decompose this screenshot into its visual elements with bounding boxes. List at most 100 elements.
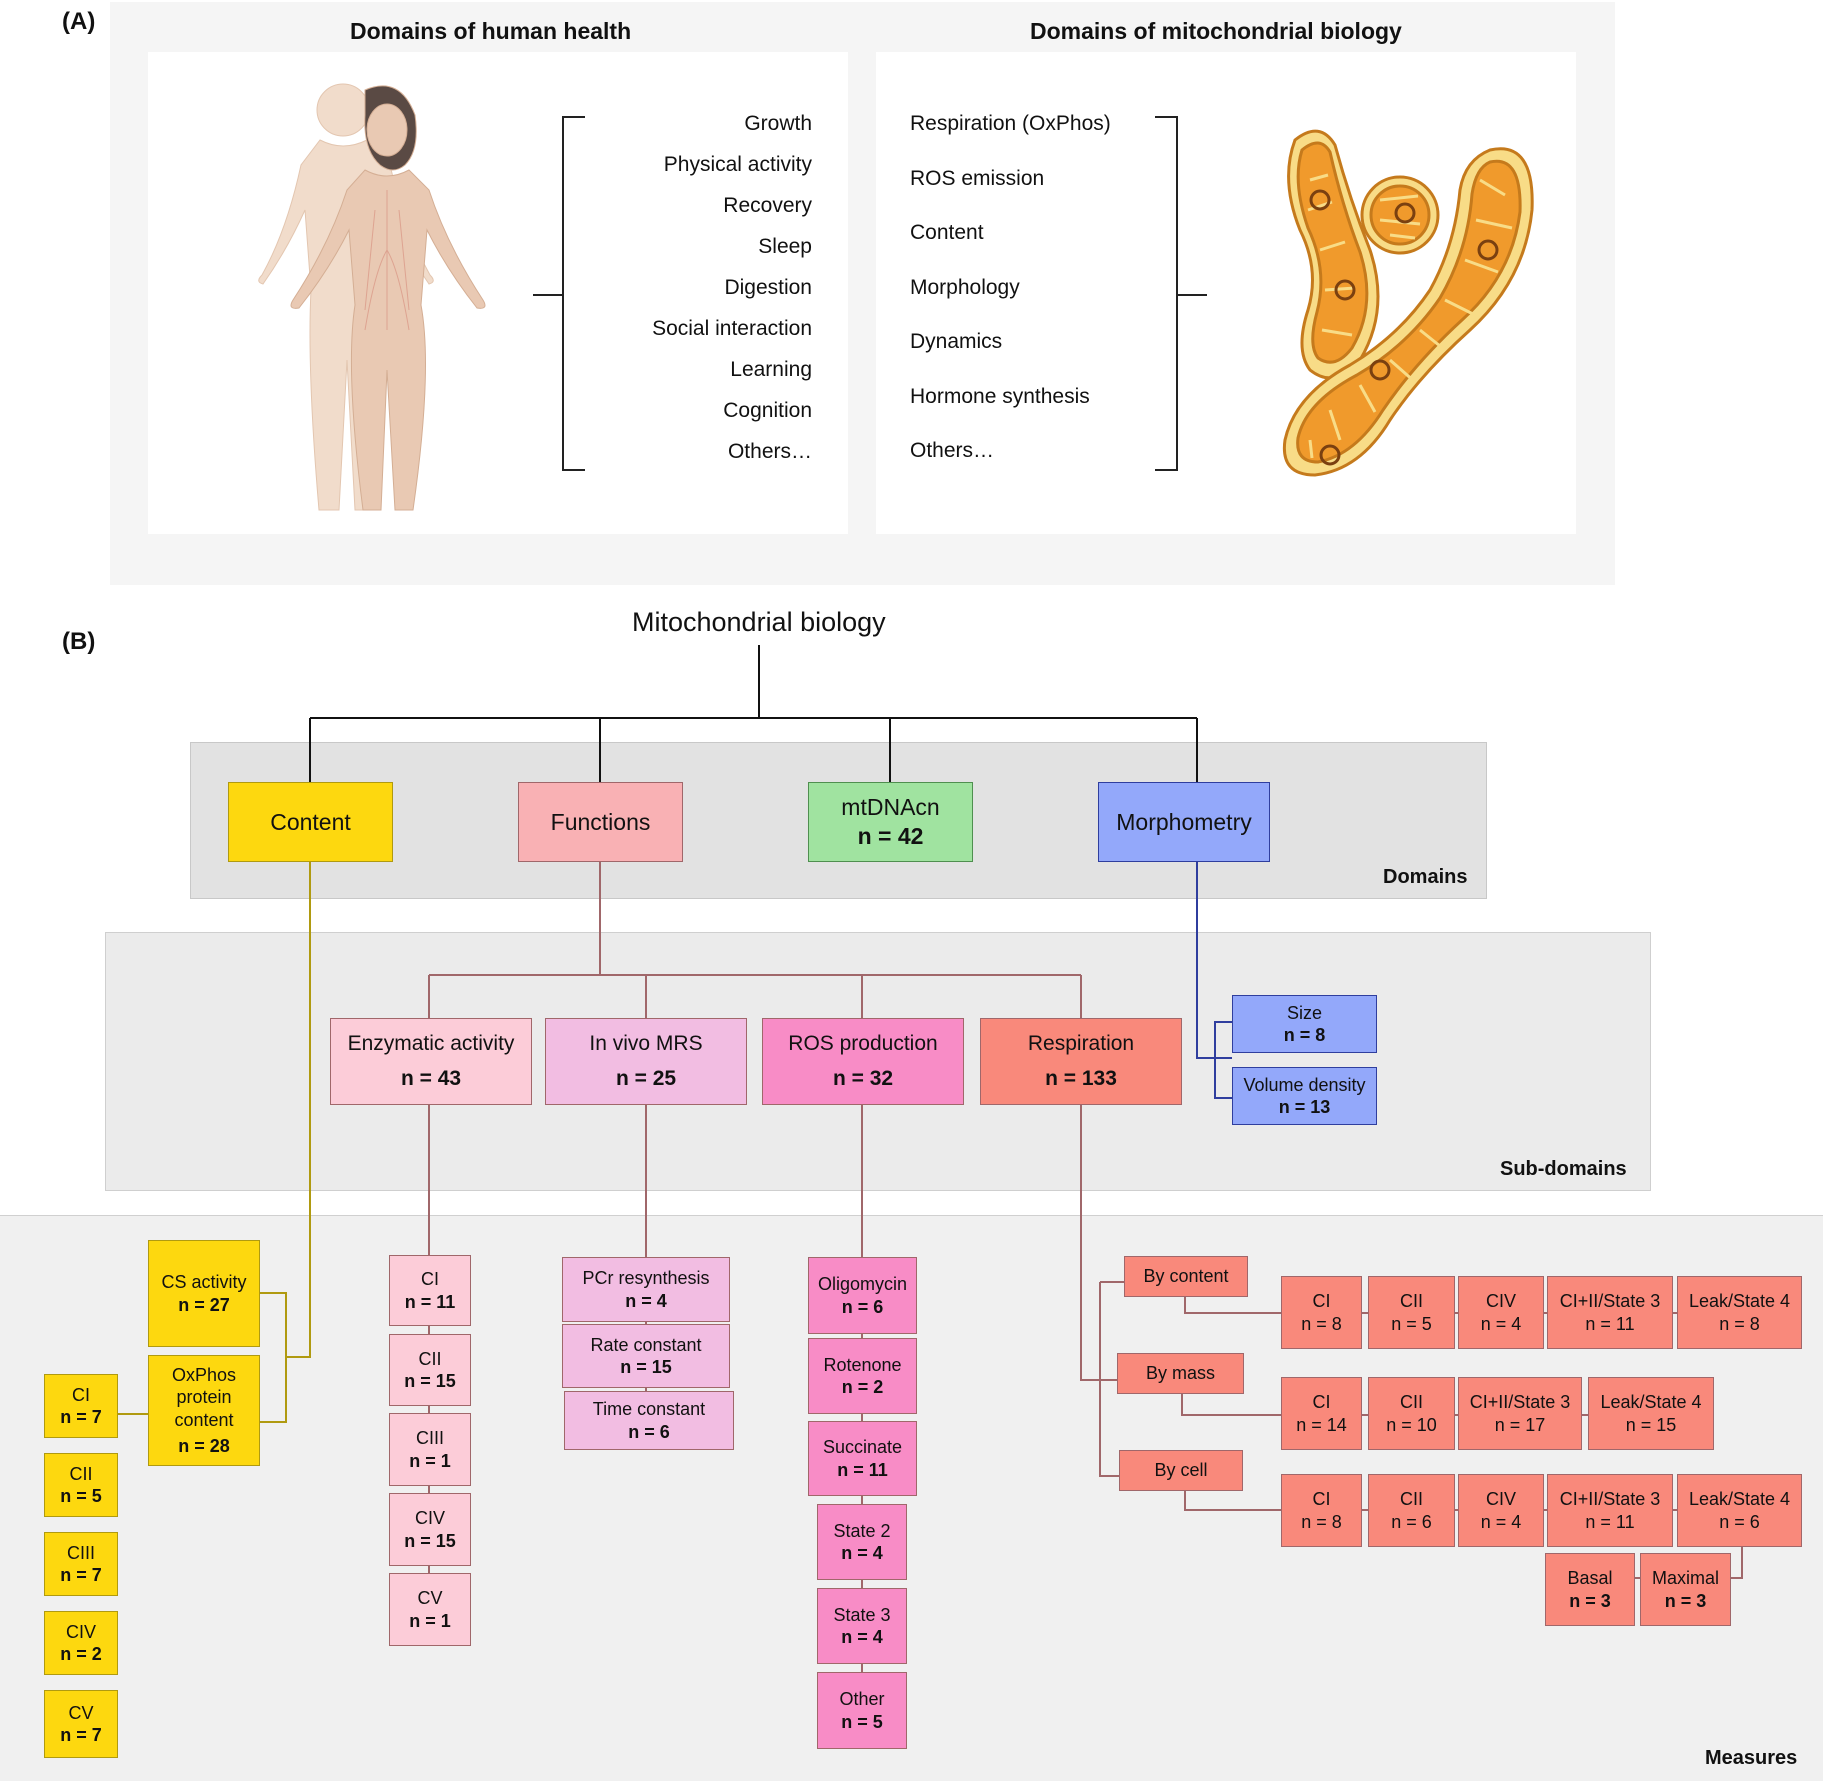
health-domains-title: Domains of human health xyxy=(350,18,632,44)
health-item: Social interaction xyxy=(652,317,812,340)
subdomain-mrs: In vivo MRS n = 25 xyxy=(545,1018,747,1105)
subdomains-band-label: Sub-domains xyxy=(1500,1158,1627,1180)
measure-respiration-mass: Leak/State 4 n = 15 xyxy=(1588,1377,1714,1450)
measure-count: n = 1 xyxy=(409,1450,451,1471)
measure-label: CV xyxy=(417,1588,443,1608)
measure-label: CIV xyxy=(65,1621,96,1642)
measure-label: Time constant xyxy=(592,1399,706,1419)
measure-ros: Succinate n = 11 xyxy=(808,1421,917,1496)
mito-item: ROS emission xyxy=(910,166,1045,190)
measure-count: n = 2 xyxy=(841,1377,884,1397)
measure-content-complex: CIV n = 2 xyxy=(44,1611,118,1675)
health-item: Physical activity xyxy=(663,153,812,176)
measure-label: CIII xyxy=(66,1542,95,1563)
measure-label: Other xyxy=(839,1689,885,1709)
measure-count: n = 8 xyxy=(1301,1313,1342,1334)
domain-count: n = 42 xyxy=(857,823,924,849)
measure-count: n = 7 xyxy=(60,1565,102,1585)
subdomain-count: n = 8 xyxy=(1283,1025,1326,1045)
subdomain-label: Volume density xyxy=(1243,1074,1366,1095)
subdomain-count: n = 32 xyxy=(832,1066,894,1090)
mito-item: Morphology xyxy=(910,275,1020,299)
measure-ros: Oligomycin n = 6 xyxy=(808,1257,917,1334)
measure-enzymatic: CIII n = 1 xyxy=(389,1413,471,1486)
health-item: Recovery xyxy=(723,194,812,217)
group-label: By content xyxy=(1143,1266,1229,1287)
measure-content-complex: CI n = 7 xyxy=(44,1374,118,1438)
measure-count: n = 6 xyxy=(841,1296,884,1317)
measure-enzymatic: CIV n = 15 xyxy=(389,1493,471,1566)
measure-label: PCr resynthesis xyxy=(582,1268,710,1288)
measure-label: State 2 xyxy=(833,1520,891,1541)
measure-count: n = 6 xyxy=(628,1421,670,1442)
measure-label: CS activity xyxy=(161,1272,247,1292)
measure-cs-activity: CS activity n = 27 xyxy=(148,1240,260,1347)
measure-count: n = 2 xyxy=(60,1644,102,1664)
measure-respiration-cell: CI+II/State 3 n = 11 xyxy=(1547,1474,1673,1547)
measure-count: n = 15 xyxy=(404,1371,456,1391)
subdomain-enzymatic: Enzymatic activity n = 43 xyxy=(330,1018,532,1105)
measure-label: CIV xyxy=(1485,1489,1516,1509)
measure-mrs: Rate constant n = 15 xyxy=(562,1324,730,1388)
measure-label: CII xyxy=(1399,1489,1423,1509)
measure-count: n = 11 xyxy=(1585,1313,1635,1334)
measure-label: Rate constant xyxy=(590,1334,702,1355)
measure-label: Rotenone xyxy=(823,1354,902,1375)
mitochondria-icon xyxy=(1240,120,1540,500)
root-title: Mitochondrial biology xyxy=(632,607,886,637)
measure-ros: State 3 n = 4 xyxy=(817,1588,907,1664)
domain-label: Content xyxy=(270,808,351,835)
respiration-by-mass: By mass xyxy=(1117,1353,1244,1394)
measure-count: n = 11 xyxy=(1585,1511,1635,1532)
measure-ros: Other n = 5 xyxy=(817,1672,907,1749)
measure-label: CII xyxy=(1399,1392,1423,1412)
measure-count: n = 27 xyxy=(178,1294,230,1315)
domain-label: mtDNAcn xyxy=(841,794,940,821)
measure-respiration-cell: CIV n = 4 xyxy=(1458,1474,1544,1547)
subdomain-label: ROS production xyxy=(788,1032,938,1056)
domains-band-label: Domains xyxy=(1383,866,1468,888)
measure-enzymatic: CI n = 11 xyxy=(389,1255,471,1326)
measure-label: CI xyxy=(1312,1392,1331,1412)
mito-item: Respiration (OxPhos) xyxy=(910,112,1111,135)
measure-count: n = 7 xyxy=(60,1407,102,1427)
measure-count: n = 4 xyxy=(841,1627,883,1647)
health-item: Others… xyxy=(727,440,812,463)
measure-label: Succinate xyxy=(822,1437,903,1457)
domain-functions: Functions xyxy=(518,782,683,862)
subdomain-count: n = 43 xyxy=(400,1066,462,1090)
measure-count: n = 15 xyxy=(1625,1414,1677,1435)
measure-label: State 3 xyxy=(833,1604,891,1625)
respiration-by-cell: By cell xyxy=(1119,1450,1243,1491)
measure-count: n = 11 xyxy=(837,1459,888,1480)
measure-respiration-cell: CII n = 6 xyxy=(1368,1474,1455,1547)
measure-count: n = 8 xyxy=(1719,1313,1760,1334)
measure-label: CI+II/State 3 xyxy=(1559,1489,1661,1509)
measure-content-complex: CV n = 7 xyxy=(44,1690,118,1758)
group-label: By cell xyxy=(1154,1460,1208,1481)
measure-content-complex: CII n = 5 xyxy=(44,1453,118,1517)
measure-respiration-content: CIV n = 4 xyxy=(1458,1276,1544,1349)
measure-respiration-basal: Basal n = 3 xyxy=(1545,1553,1635,1626)
measure-count: n = 7 xyxy=(60,1725,102,1745)
domain-content: Content xyxy=(228,782,393,862)
measure-label: CIV xyxy=(414,1508,445,1528)
human-body-icon xyxy=(215,70,515,520)
measure-label: CII xyxy=(418,1348,442,1369)
measure-label: Leak/State 4 xyxy=(1600,1392,1702,1412)
health-item: Sleep xyxy=(758,235,812,258)
measure-count: n = 5 xyxy=(1391,1313,1432,1334)
measure-count: n = 15 xyxy=(620,1357,672,1377)
measure-count: n = 14 xyxy=(1296,1414,1347,1435)
measure-label: CIV xyxy=(1485,1291,1516,1311)
health-card xyxy=(148,52,848,534)
measure-respiration-mass: CI+II/State 3 n = 17 xyxy=(1458,1377,1582,1450)
mito-item: Hormone synthesis xyxy=(910,384,1090,408)
respiration-by-content: By content xyxy=(1124,1256,1248,1297)
measure-label: CI+II/State 3 xyxy=(1469,1392,1571,1412)
domain-mtdnacn: mtDNAcn n = 42 xyxy=(808,782,973,862)
measure-respiration-cell: Leak/State 4 n = 6 xyxy=(1677,1474,1802,1547)
measure-label: Oligomycin xyxy=(817,1274,908,1294)
measure-count: n = 8 xyxy=(1301,1511,1342,1532)
domain-label: Morphometry xyxy=(1116,808,1252,835)
